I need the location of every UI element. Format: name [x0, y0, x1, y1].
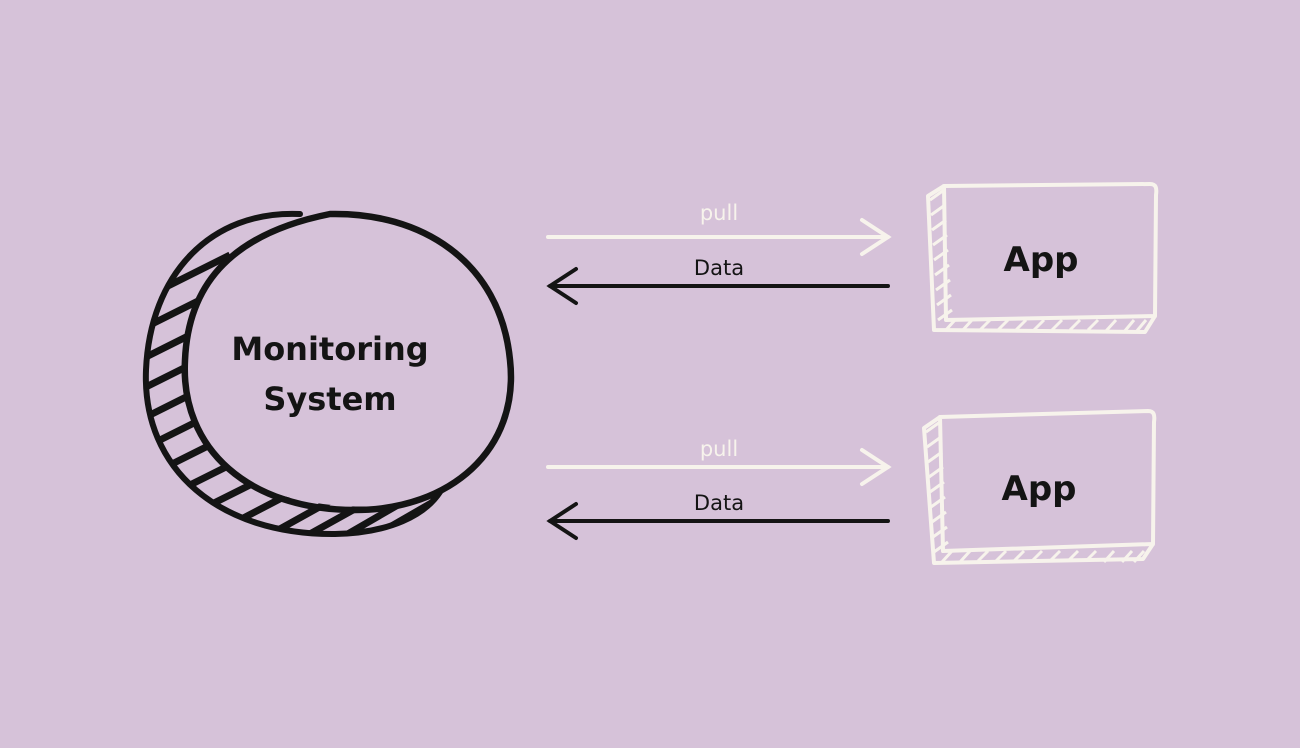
pull-arrow	[546, 448, 892, 486]
app-node-1[interactable]: App	[926, 182, 1159, 334]
connection-1: pull Data	[546, 201, 892, 305]
data-arrow	[546, 502, 890, 540]
app-label-2: App	[1002, 469, 1077, 509]
app-box-2-hatching	[925, 420, 1146, 564]
data-label: Data	[694, 491, 744, 515]
pull-arrow	[546, 218, 892, 256]
monitoring-system-node[interactable]: Monitoring System	[130, 210, 515, 550]
app-node-2[interactable]: App	[922, 409, 1157, 565]
pull-label: pull	[700, 437, 738, 461]
pull-label: pull	[700, 201, 738, 225]
app-box-1-hatching	[929, 188, 1148, 333]
data-arrow	[546, 267, 890, 305]
monitoring-system-label-line1: Monitoring	[231, 330, 428, 368]
monitoring-system-label-line2: System	[263, 380, 396, 418]
connection-2: pull Data	[546, 437, 892, 540]
data-label: Data	[694, 256, 744, 280]
app-label-1: App	[1004, 240, 1079, 280]
